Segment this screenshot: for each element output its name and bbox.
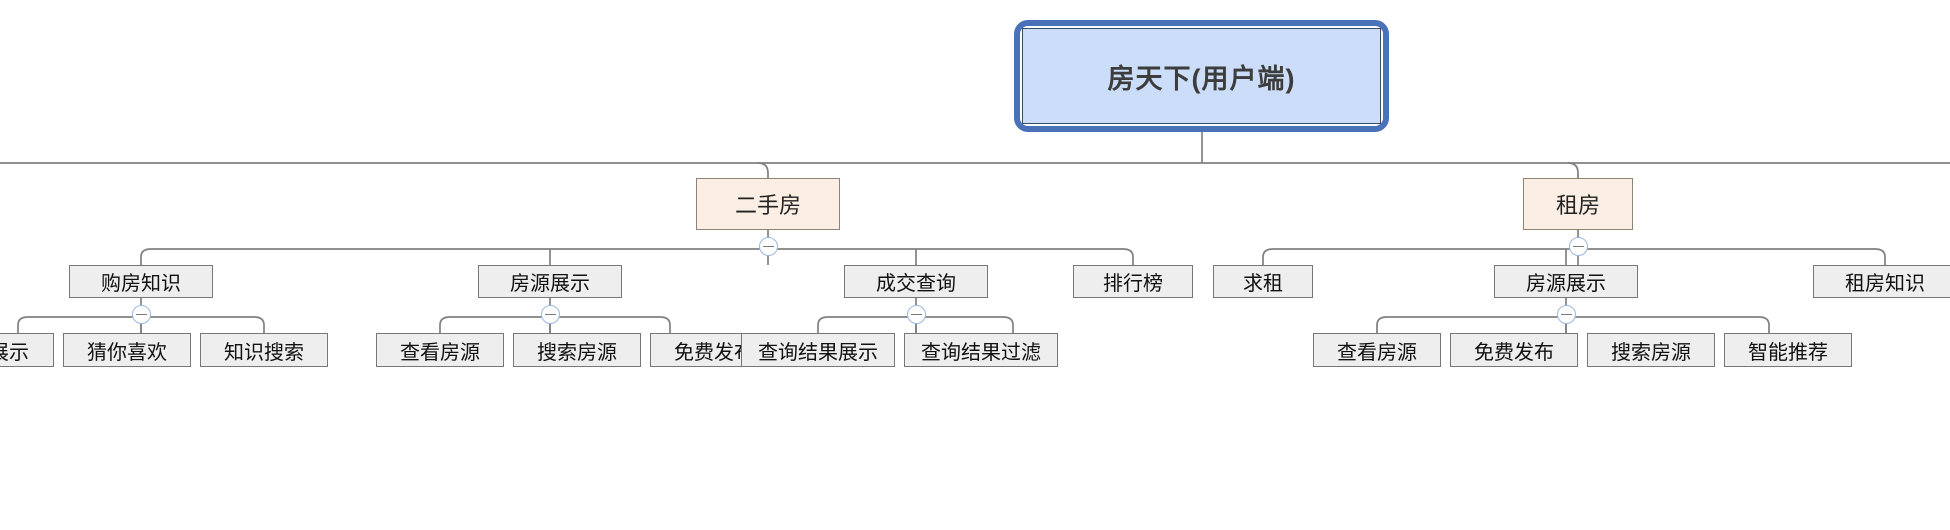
toggle-chengjiaochaxun[interactable] xyxy=(907,305,926,324)
node-ershoufang[interactable]: 二手房 xyxy=(696,178,840,230)
root-node-fangtianxia[interactable]: 房天下(用户端) xyxy=(1022,28,1381,124)
node-fangyuanzhanshi-zufang[interactable]: 房源展示 xyxy=(1494,265,1638,298)
node-zhishisousuo[interactable]: 知识搜索 xyxy=(200,333,328,367)
node-zhinengtuijian[interactable]: 智能推荐 xyxy=(1724,333,1852,367)
node-mianfeifabu-zufang[interactable]: 免费发布 xyxy=(1450,333,1578,367)
node-cainixihuan[interactable]: 猜你喜欢 xyxy=(63,333,191,367)
node-sousuofangyuan-ershoufang[interactable]: 搜索房源 xyxy=(513,333,641,367)
root-node-outer-frame xyxy=(1014,20,1389,132)
node-chakanfangyuan-ershoufang[interactable]: 查看房源 xyxy=(376,333,504,367)
toggle-ershoufang[interactable] xyxy=(759,237,778,256)
node-goufangzhishi[interactable]: 购房知识 xyxy=(69,265,213,298)
node-chengjiaochaxun[interactable]: 成交查询 xyxy=(844,265,988,298)
node-fangyuanzhanshi-ershoufang[interactable]: 房源展示 xyxy=(478,265,622,298)
node-qiuzu[interactable]: 求租 xyxy=(1213,265,1313,298)
node-zufang[interactable]: 租房 xyxy=(1523,178,1633,230)
toggle-zufang[interactable] xyxy=(1569,237,1588,256)
toggle-fangyuanzhanshi-zufang[interactable] xyxy=(1557,305,1576,324)
node-zufangzhishi[interactable]: 租房知识 xyxy=(1813,265,1950,298)
node-zhanshi[interactable]: 展示 xyxy=(0,333,54,367)
node-paihangbang[interactable]: 排行榜 xyxy=(1073,265,1193,298)
node-chakanfangyuan-zufang[interactable]: 查看房源 xyxy=(1313,333,1441,367)
node-chaxunjieguoguolv[interactable]: 查询结果过滤 xyxy=(904,333,1058,367)
toggle-goufangzhishi[interactable] xyxy=(132,305,151,324)
node-sousuofangyuan-zufang[interactable]: 搜索房源 xyxy=(1587,333,1715,367)
toggle-fangyuanzhanshi-ershoufang[interactable] xyxy=(541,305,560,324)
node-chaxunjieguozhanshi[interactable]: 查询结果展示 xyxy=(741,333,895,367)
